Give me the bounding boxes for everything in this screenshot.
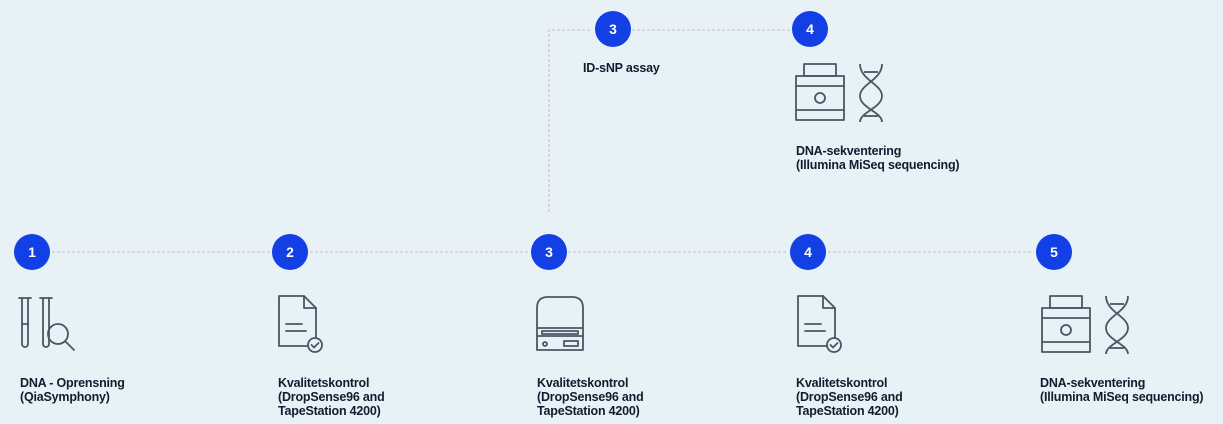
step-1-label: DNA - Oprensning (QiaSymphony) — [20, 376, 125, 404]
connector-branch-up — [548, 29, 592, 212]
step-5-badge: 5 — [1036, 234, 1072, 270]
step-4-label: Kvalitetskontrol (DropSense96 and TapeSt… — [796, 376, 903, 418]
sequencer-dna-icon — [1041, 295, 1129, 355]
step-5-label: DNA-sekventering (Illumina MiSeq sequenc… — [1040, 376, 1204, 404]
step-2-label: Kvalitetskontrol (DropSense96 and TapeSt… — [278, 376, 385, 418]
branch-step-4-label: DNA-sekventering (Illumina MiSeq sequenc… — [796, 144, 960, 172]
step-3-badge: 3 — [531, 234, 567, 270]
sequencer-dna-icon — [795, 63, 883, 123]
lab-instrument-icon — [536, 296, 584, 351]
step-3-label: Kvalitetskontrol (DropSense96 and TapeSt… — [537, 376, 644, 418]
step-2-badge: 2 — [272, 234, 308, 270]
step-4-badge: 4 — [790, 234, 826, 270]
document-check-icon — [278, 295, 323, 353]
branch-step-3-label: ID-sNP assay — [583, 61, 660, 75]
document-check-icon — [797, 295, 842, 353]
branch-step-4-badge: 4 — [792, 11, 828, 47]
test-tubes-magnifier-icon — [18, 297, 75, 351]
branch-step-3-badge: 3 — [595, 11, 631, 47]
step-1-badge: 1 — [14, 234, 50, 270]
